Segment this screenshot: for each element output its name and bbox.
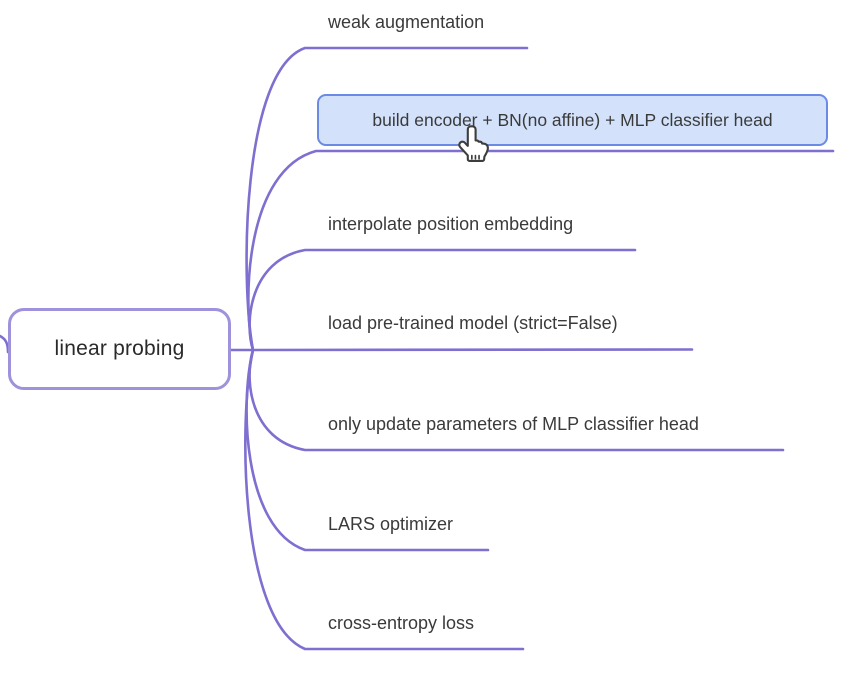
topic-load-pretrained-model[interactable]: load pre-trained model (strict=False) (328, 311, 618, 335)
topic-label: load pre-trained model (strict=False) (328, 313, 618, 333)
topic-weak-augmentation[interactable]: weak augmentation (328, 10, 484, 34)
topic-lars-optimizer[interactable]: LARS optimizer (328, 512, 453, 536)
topic-label: LARS optimizer (328, 514, 454, 534)
topic-label: weak augmentation (328, 12, 485, 32)
topic-build-encoder-selected[interactable]: build encoder + BN(no affine) + MLP clas… (317, 94, 828, 146)
topic-label: build encoder + BN(no affine) + MLP clas… (372, 109, 773, 130)
root-topic-label: linear probing (54, 337, 185, 360)
topic-only-update-parameters[interactable]: only update parameters of MLP classifier… (328, 412, 699, 436)
topic-cross-entropy-loss[interactable]: cross-entropy loss (328, 611, 474, 635)
topic-label: interpolate position embedding (328, 214, 574, 234)
topic-label: only update parameters of MLP classifier… (328, 414, 699, 434)
topic-interpolate-position-embedding[interactable]: interpolate position embedding (328, 212, 573, 236)
parent-branch-connector (0, 334, 10, 354)
root-topic-linear-probing[interactable]: linear probing (8, 308, 231, 390)
topic-label: cross-entropy loss (328, 613, 475, 633)
branch-connector-interpolate (248, 248, 637, 352)
branch-connector-load-pretrained (251, 348, 694, 352)
branch-connector-cross-entropy (244, 348, 525, 651)
